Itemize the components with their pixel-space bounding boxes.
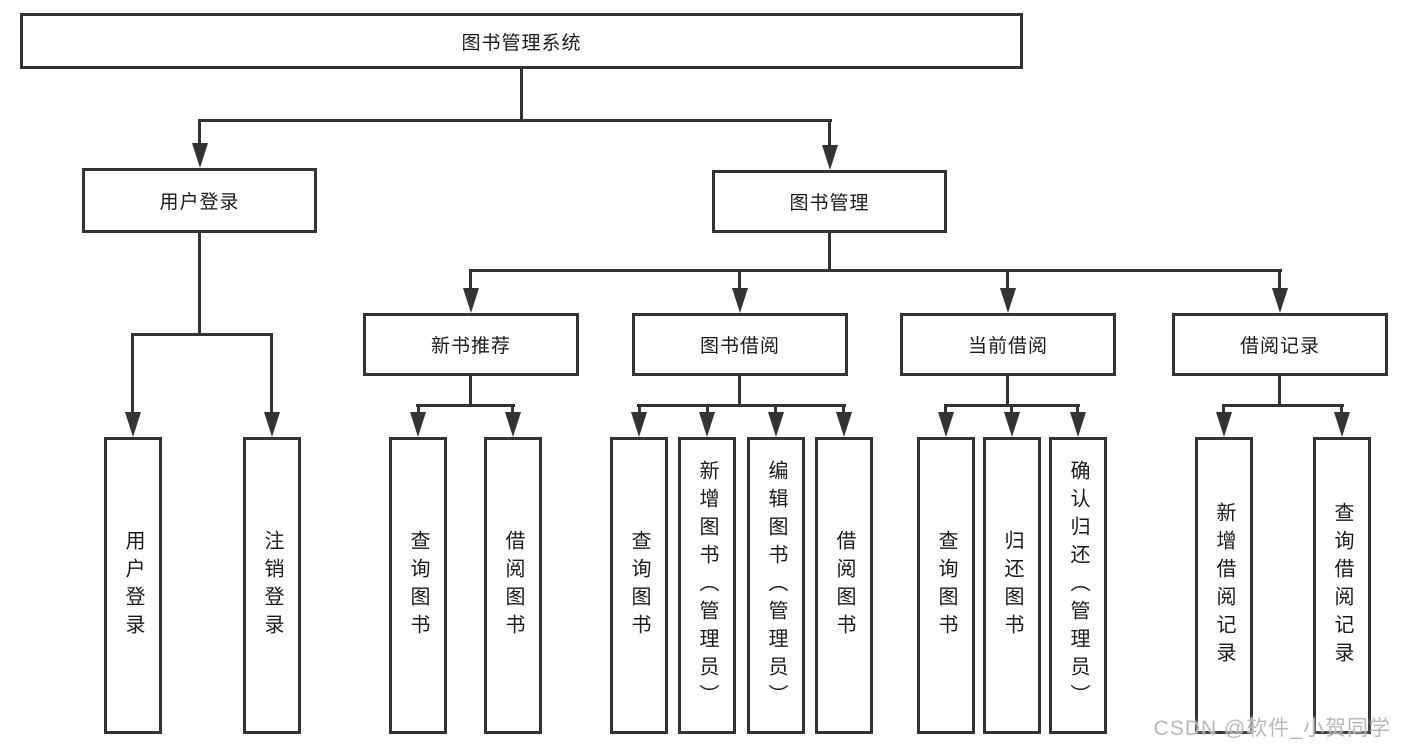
connector-drop-book-borrowing — [738, 269, 741, 290]
leaf-add-book-admin: 新增图书（管理员） — [678, 437, 736, 734]
leaf-query-books-3: 查询图书 — [917, 437, 975, 734]
connector-drop-leaf-logout — [270, 333, 273, 414]
connector-sec1-bus — [416, 404, 515, 407]
connector-drop-e2 — [1340, 404, 1343, 414]
connector-drop-leaf-user-login — [131, 333, 134, 414]
arrow-to-c2-icon — [699, 412, 715, 437]
node-user-login: 用户登录 — [82, 168, 317, 233]
connector-drop-mgmt — [828, 119, 831, 147]
arrow-to-d2-icon — [1004, 412, 1020, 437]
node-current-borrowing: 当前借阅 — [900, 313, 1116, 376]
leaf-user-login: 用户登录 — [104, 437, 162, 734]
connector-drop-c2 — [706, 404, 709, 414]
connector-mgmt-stem — [828, 233, 831, 272]
connector-drop-c1 — [638, 404, 641, 414]
leaf-edit-book-admin: 编辑图书（管理员） — [747, 437, 805, 734]
leaf-logout: 注销登录 — [243, 437, 301, 734]
connector-drop-d3 — [1076, 404, 1079, 414]
connector-sec2-stem — [738, 375, 741, 406]
arrow-to-c3-icon — [768, 412, 784, 437]
connector-drop-e1 — [1222, 404, 1225, 414]
leaf-confirm-return-admin: 确认归还（管理员） — [1049, 437, 1107, 734]
arrow-to-book-borrowing-icon — [732, 288, 748, 313]
arrow-to-leaf-user-login-icon — [125, 412, 141, 437]
leaf-return-books: 归还图书 — [983, 437, 1041, 734]
connector-level3-bus — [469, 269, 1282, 272]
arrow-to-c1-icon — [631, 412, 647, 437]
node-book-management: 图书管理 — [712, 170, 947, 233]
leaf-borrow-books-1: 借阅图书 — [484, 437, 542, 734]
connector-sec4-bus — [1222, 404, 1344, 407]
connector-drop-d2 — [1010, 404, 1013, 414]
connector-drop-c4 — [842, 404, 845, 414]
connector-user-stem — [198, 233, 201, 335]
node-new-book-recommend: 新书推荐 — [363, 313, 579, 376]
connector-user-bus — [131, 333, 273, 336]
leaf-borrow-books-2: 借阅图书 — [815, 437, 873, 734]
connector-sec2-bus — [637, 404, 846, 407]
node-book-borrowing: 图书借阅 — [632, 313, 848, 376]
arrow-to-current-borrowing-icon — [1000, 288, 1016, 313]
arrow-to-new-books-icon — [463, 288, 479, 313]
arrow-to-b1-icon — [410, 412, 426, 437]
connector-drop-user — [198, 119, 201, 146]
connector-drop-b2 — [511, 404, 514, 414]
node-root: 图书管理系统 — [20, 13, 1023, 69]
leaf-query-borrow-record: 查询借阅记录 — [1313, 437, 1371, 734]
connector-level2-bus — [198, 119, 832, 122]
connector-drop-new-books — [469, 269, 472, 290]
connector-drop-borrowing-records — [1278, 269, 1281, 290]
leaf-query-books-2: 查询图书 — [610, 437, 668, 734]
connector-drop-d1 — [944, 404, 947, 414]
arrow-to-d3-icon — [1070, 412, 1086, 437]
connector-drop-current-borrowing — [1006, 269, 1009, 290]
arrow-to-user-login-icon — [192, 143, 208, 168]
arrow-to-book-management-icon — [822, 145, 838, 170]
connector-sec1-stem — [469, 375, 472, 406]
leaf-add-borrow-record: 新增借阅记录 — [1195, 437, 1253, 734]
arrow-to-d1-icon — [938, 412, 954, 437]
csdn-watermark: CSDN @软件_小贺同学 — [1153, 717, 1391, 740]
arrow-to-borrowing-records-icon — [1272, 288, 1288, 313]
arrow-to-b2-icon — [505, 412, 521, 437]
leaf-query-books-1: 查询图书 — [389, 437, 447, 734]
connector-drop-c3 — [774, 404, 777, 414]
arrow-to-e2-icon — [1334, 412, 1350, 437]
arrow-to-leaf-logout-icon — [264, 412, 280, 437]
connector-sec3-stem — [1006, 375, 1009, 406]
connector-sec4-stem — [1278, 375, 1281, 406]
connector-drop-b1 — [417, 404, 420, 414]
arrow-to-c4-icon — [836, 412, 852, 437]
connector-root-stem — [520, 69, 523, 121]
node-borrowing-records: 借阅记录 — [1172, 313, 1388, 376]
arrow-to-e1-icon — [1216, 412, 1232, 437]
